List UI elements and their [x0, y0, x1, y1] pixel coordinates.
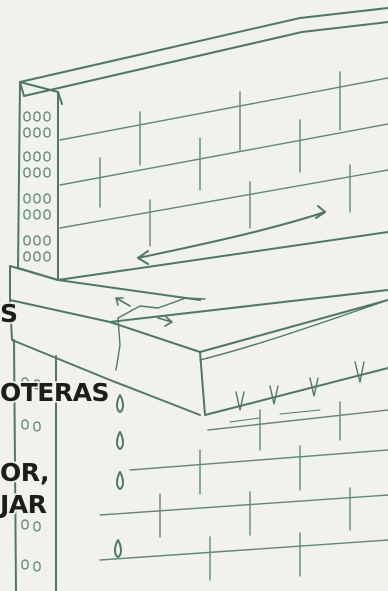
slab-top [10, 266, 200, 322]
ventilation-holes [24, 112, 50, 261]
arrow-icon-small [116, 298, 172, 326]
wall-top [20, 8, 388, 104]
crack-mark [118, 298, 205, 318]
caption-line-3: OR, [0, 460, 49, 485]
caption-line-1: S [0, 301, 18, 326]
caption-line-2: OTERAS [0, 380, 109, 405]
water-drop-icon [115, 395, 123, 557]
slab-surface [58, 232, 388, 322]
brick-pattern [60, 72, 388, 580]
caption-line-4: JAR [0, 492, 46, 517]
